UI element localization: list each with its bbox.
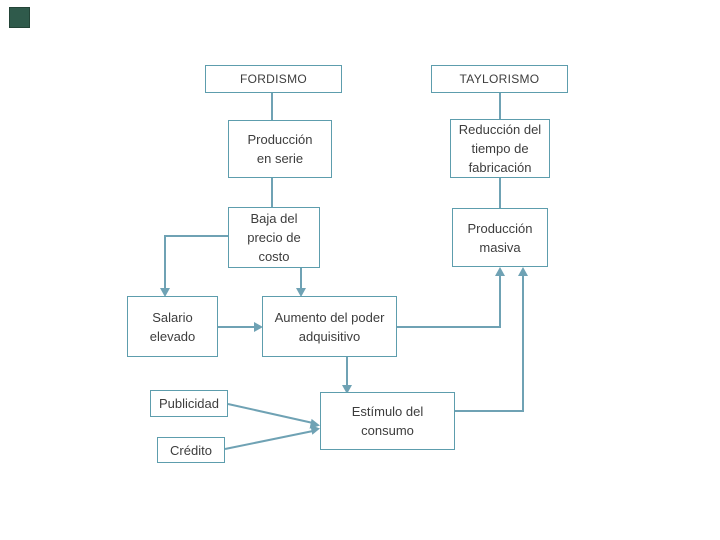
node-taylorismo: TAYLORISMO xyxy=(431,65,568,93)
node-publicidad: Publicidad xyxy=(150,390,228,417)
node-label: Crédito xyxy=(170,442,212,458)
node-label: consumo xyxy=(361,423,414,438)
arrowhead-into-estimulo-top xyxy=(342,385,352,394)
edge-estimulo-produccion-masiva xyxy=(455,275,524,412)
node-label: elevado xyxy=(149,328,196,344)
slide-corner-marker xyxy=(9,7,30,28)
node-fordismo: FORDISMO xyxy=(205,65,342,93)
edge-credito-estimulo xyxy=(224,430,314,450)
arrowhead-into-aumento-left xyxy=(254,322,263,332)
edge-baja-precio-salario-elevado xyxy=(164,235,228,289)
node-baja-del-precio: Baja del precio de costo xyxy=(228,207,320,268)
node-estimulo-del-consumo: Estímulo del consumo xyxy=(320,392,455,450)
node-produccion-masiva: Producción masiva xyxy=(452,208,548,267)
node-label: masiva xyxy=(479,239,521,255)
node-salario-elevado: Salario elevado xyxy=(127,296,218,357)
node-label: Baja del xyxy=(250,211,298,226)
edge-aumento-poder-produccion-masiva xyxy=(397,275,501,328)
node-label: Salario xyxy=(152,309,193,325)
node-label: tiempo de xyxy=(471,141,529,156)
node-label: Estímulo del xyxy=(351,404,424,419)
node-label: adquisitivo xyxy=(298,328,361,344)
node-label: Reducción del xyxy=(458,122,542,137)
edge-publicidad-estimulo xyxy=(227,403,314,424)
arrowhead-into-masiva-left xyxy=(495,267,505,276)
node-label: precio de xyxy=(247,230,301,245)
node-label: costo xyxy=(258,249,290,264)
node-label: Producción xyxy=(467,220,533,236)
node-label: Producción xyxy=(247,132,313,147)
arrowhead-into-salario xyxy=(160,288,170,297)
node-label: Publicidad xyxy=(159,396,219,411)
node-produccion-en-serie: Producción en serie xyxy=(228,120,332,178)
node-label: Aumento del poder xyxy=(274,309,385,325)
arrowhead-into-estimulo-from-credito xyxy=(310,424,320,435)
node-reduccion-del-tiempo: Reducción del tiempo de fabricación xyxy=(450,119,550,178)
node-label: FORDISMO xyxy=(239,72,308,86)
node-label: fabricación xyxy=(468,160,532,175)
node-label: en serie xyxy=(256,151,304,166)
arrowhead-into-aumento-top xyxy=(296,288,306,297)
node-label: TAYLORISMO xyxy=(459,72,540,86)
node-credito: Crédito xyxy=(157,437,225,463)
arrowhead-into-masiva-right xyxy=(518,267,528,276)
node-aumento-del-poder: Aumento del poder adquisitivo xyxy=(262,296,397,357)
